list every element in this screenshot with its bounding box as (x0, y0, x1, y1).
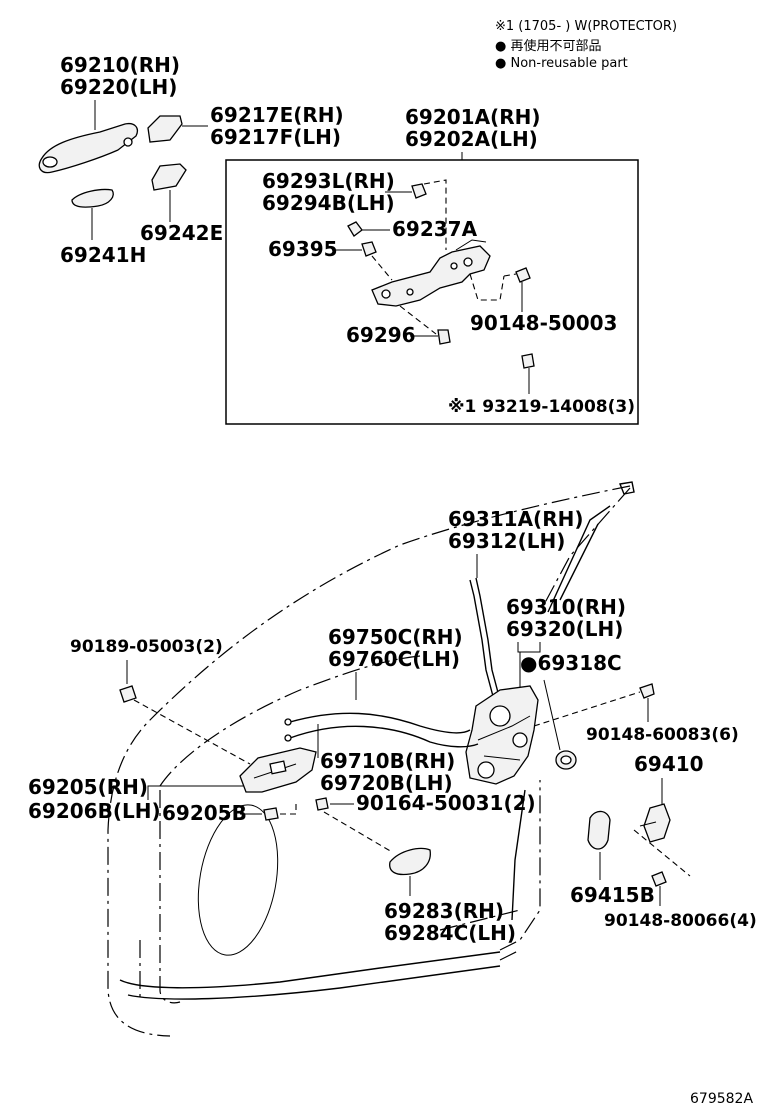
handle-cap-part (147, 115, 183, 143)
screw-69296-part (437, 329, 451, 345)
clip-90189-part (119, 685, 137, 703)
rod-clip-part (411, 183, 427, 199)
label-69205[interactable]: 69205(RH) (28, 775, 148, 799)
label-69284C[interactable]: 69284C(LH) (384, 921, 516, 945)
diagram-code: 679582A (690, 1091, 753, 1107)
label-69202A[interactable]: 69202A(LH) (405, 127, 538, 151)
label-90189[interactable]: 90189-05003(2) (70, 637, 223, 657)
label-69294B[interactable]: 69294B(LH) (262, 191, 395, 215)
frame-box (225, 159, 639, 425)
handle-pad-rear-part (151, 163, 187, 191)
label-69415B[interactable]: 69415B (570, 883, 655, 907)
handle-bezel-69205B-part (263, 807, 279, 821)
dash-50003 (503, 273, 517, 277)
label-69720B[interactable]: 69720B(LH) (320, 771, 453, 795)
door-lock-assembly-part (465, 685, 539, 785)
dash-69205B (280, 800, 297, 815)
outside-handle-part (38, 122, 139, 174)
leader-69318C (543, 679, 561, 751)
handle-pad-front-part (71, 188, 114, 208)
label-90164[interactable]: 90164-50031(2) (356, 791, 536, 815)
dash-60083 (533, 691, 641, 727)
label-69201A[interactable]: 69201A(RH) (405, 105, 540, 129)
leader-69310 (517, 642, 541, 653)
label-69241H[interactable]: 69241H (60, 243, 146, 267)
screw-50031-part (315, 797, 329, 811)
striker-part (639, 803, 671, 843)
label-69296[interactable]: 69296 (346, 323, 416, 347)
label-69395[interactable]: 69395 (268, 237, 338, 261)
pull-handle-cover-part (389, 847, 431, 876)
grommet-part (347, 221, 363, 237)
screw-93219-part (521, 353, 535, 369)
dash-69296 (399, 305, 437, 335)
label-69217F[interactable]: 69217F(LH) (210, 125, 341, 149)
dash-69293 (423, 179, 447, 250)
label-69205B[interactable]: 69205B (162, 801, 247, 825)
label-69710B[interactable]: 69710B(RH) (320, 749, 455, 773)
label-69293L[interactable]: 69293L(RH) (262, 169, 395, 193)
label-69750C[interactable]: 69750C(RH) (328, 625, 463, 649)
protector-69318C-part (555, 750, 577, 770)
label-69220[interactable]: 69220(LH) (60, 75, 177, 99)
screw-50003-part (515, 267, 531, 283)
door-outline (107, 481, 635, 1037)
label-69320[interactable]: 69320(LH) (506, 617, 623, 641)
screw-60083-part (639, 683, 655, 699)
dash-69395 (371, 255, 393, 281)
label-69760C[interactable]: 69760C(LH) (328, 647, 460, 671)
dash-90189 (133, 699, 251, 765)
handle-frame-part (371, 239, 491, 307)
note-nonreusable-en: ● Non-reusable part (495, 56, 628, 71)
spacer-part (361, 241, 377, 257)
inside-handle-part (239, 747, 317, 793)
label-69206B[interactable]: 69206B(LH) (28, 799, 161, 823)
leader-69205 (147, 785, 244, 800)
label-69217E[interactable]: 69217E(RH) (210, 103, 344, 127)
label-69242E[interactable]: 69242E (140, 221, 223, 245)
label-69283[interactable]: 69283(RH) (384, 899, 504, 923)
label-69310[interactable]: 69310(RH) (506, 595, 626, 619)
label-90148-50003[interactable]: 90148-50003 (470, 311, 617, 335)
note-nonreusable-jp: ● 再使用不可部品 (495, 38, 601, 54)
label-90148-80066[interactable]: 90148-80066(4) (604, 911, 757, 931)
label-93219[interactable]: ※1 93219-14008(3) (448, 397, 635, 417)
label-69318C[interactable]: ●69318C (520, 651, 622, 675)
dash-frame (469, 273, 505, 301)
label-69311A[interactable]: 69311A(RH) (448, 507, 583, 531)
label-69410[interactable]: 69410 (634, 752, 704, 776)
label-69210[interactable]: 69210(RH) (60, 53, 180, 77)
label-90148-60083[interactable]: 90148-60083(6) (586, 725, 739, 745)
dash-90164 (323, 811, 393, 853)
label-69312[interactable]: 69312(LH) (448, 529, 565, 553)
dash-striker (633, 829, 691, 877)
note-protector: ※1 (1705- ) W(PROTECTOR) (495, 19, 677, 34)
screw-80066-part (651, 871, 667, 887)
cable-part (284, 712, 479, 748)
striker-cover-part (587, 810, 611, 850)
lock-rod-part (469, 577, 501, 701)
label-69237A[interactable]: 69237A (392, 217, 478, 241)
